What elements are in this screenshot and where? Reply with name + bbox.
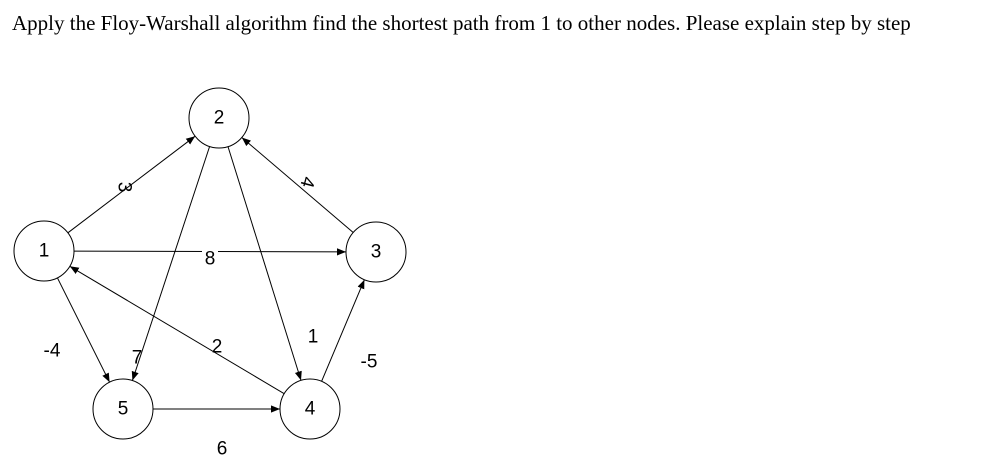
edge-weight-2-to-4: 1 bbox=[308, 327, 319, 348]
node-circle bbox=[188, 87, 250, 149]
edge-4-to-3 bbox=[321, 279, 365, 382]
node-circle bbox=[345, 221, 407, 283]
node-label: 5 bbox=[118, 399, 129, 420]
node-label: 2 bbox=[214, 108, 225, 129]
node-circle bbox=[279, 378, 341, 440]
edge-labels-layer: 3 8 -4 7 1 4 2 -5 6 bbox=[44, 174, 378, 459]
edge-weight-3-to-2: 4 bbox=[295, 174, 318, 190]
node-circle bbox=[92, 378, 154, 440]
nodes-layer: 1 2 3 4 5 bbox=[13, 87, 407, 440]
edge-weight-1-to-2: 3 bbox=[114, 182, 135, 193]
node-label: 3 bbox=[371, 242, 382, 263]
edge-2-to-4 bbox=[227, 146, 302, 381]
edge-weight-1-to-3: 8 bbox=[205, 249, 216, 270]
edges-layer bbox=[56, 135, 365, 413]
edge-weight-5-to-4: 6 bbox=[217, 439, 228, 460]
node-3: 3 bbox=[345, 221, 407, 283]
edge-4-to-1 bbox=[69, 265, 285, 395]
question-text: Apply the Floy-Warshall algorithm find t… bbox=[12, 11, 911, 35]
node-circle bbox=[13, 220, 75, 282]
edge-weight-backing bbox=[202, 249, 218, 269]
edge-weight-4-to-3: -5 bbox=[361, 352, 378, 373]
edge-weight-2-to-5: 7 bbox=[132, 348, 143, 369]
node-4: 4 bbox=[279, 378, 341, 440]
node-label: 4 bbox=[305, 399, 316, 420]
edge-2-to-5 bbox=[131, 146, 211, 381]
node-label: 1 bbox=[39, 241, 50, 262]
node-1: 1 bbox=[13, 220, 75, 282]
edge-3-to-2 bbox=[241, 137, 354, 233]
edge-1-to-2 bbox=[67, 135, 196, 234]
node-5: 5 bbox=[92, 378, 154, 440]
edge-weight-1-to-5: -4 bbox=[44, 341, 61, 362]
edge-1-to-5 bbox=[56, 277, 111, 383]
edge-weight-4-to-1: 2 bbox=[212, 337, 223, 358]
node-2: 2 bbox=[188, 87, 250, 149]
